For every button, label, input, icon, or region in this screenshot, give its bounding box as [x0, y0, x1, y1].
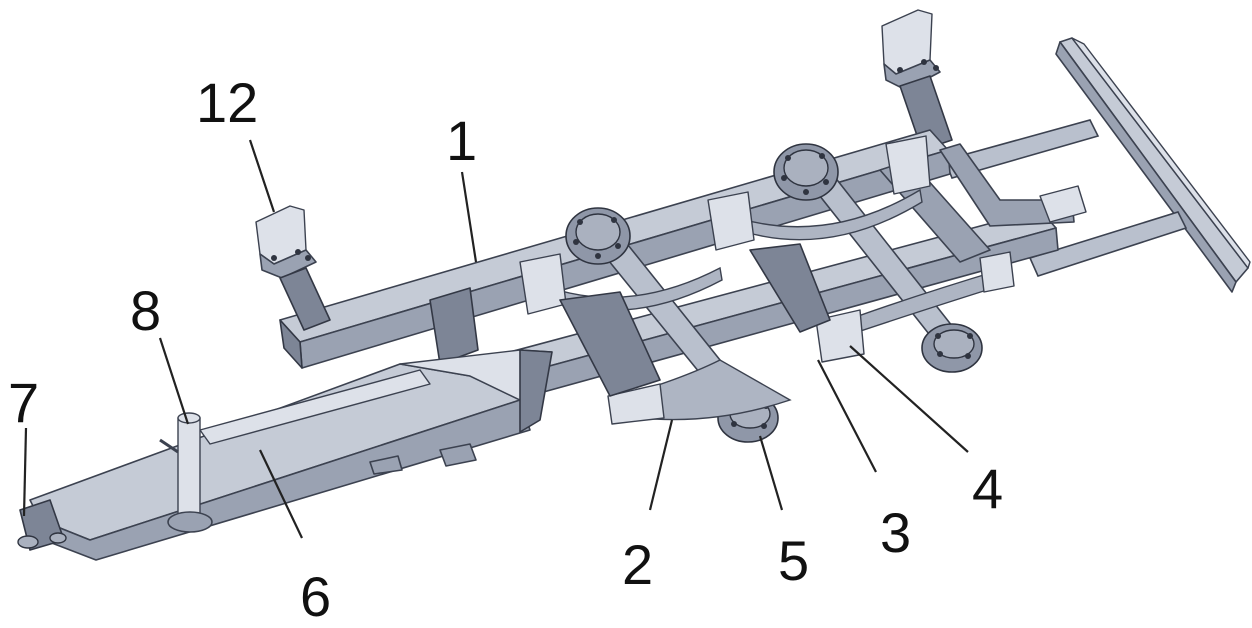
support-jack [159, 412, 213, 533]
leader-line-12 [248, 139, 276, 213]
front-axle-assembly [519, 207, 792, 443]
rear-cross-beam [1055, 37, 1251, 293]
callout-5: 5 [778, 529, 809, 592]
front-axle-hub-upper [565, 207, 631, 265]
leader-line-1 [460, 171, 478, 263]
rear-axle-hub-lower [921, 323, 983, 373]
leader-line-8 [158, 337, 190, 425]
callout-2: 2 [622, 533, 653, 596]
drawbar [29, 349, 553, 561]
callout-labels: 12 1 8 7 6 2 5 3 4 [8, 71, 1003, 628]
leader-line-2 [648, 419, 674, 511]
callout-7: 7 [8, 371, 39, 434]
callout-12: 12 [196, 71, 258, 134]
upper-bracket-right [881, 9, 953, 151]
leader-line-4 [849, 345, 969, 453]
leader-line-3 [817, 359, 877, 473]
leader-line-5 [758, 435, 784, 511]
coupling-head [17, 499, 67, 551]
leader-line-6 [259, 449, 303, 539]
upper-bracket-left [255, 205, 331, 331]
callout-4: 4 [972, 457, 1003, 520]
callout-3: 3 [880, 501, 911, 564]
callout-6: 6 [300, 565, 331, 628]
leader-line-7 [22, 427, 28, 517]
rear-axle-assembly [707, 135, 1015, 373]
callout-1: 1 [446, 109, 477, 172]
rear-axle-hub-upper [773, 143, 839, 201]
callout-8: 8 [130, 279, 161, 342]
leader-lines [22, 139, 969, 539]
